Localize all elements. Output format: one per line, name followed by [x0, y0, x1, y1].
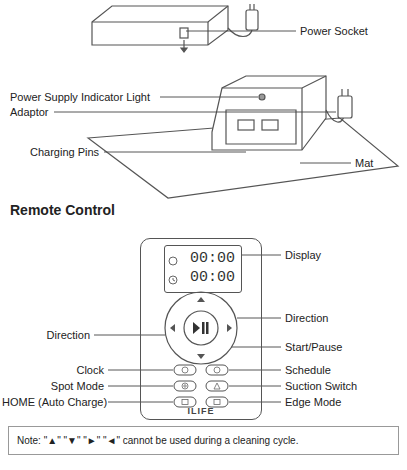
- remote-button: [174, 397, 196, 407]
- leader-line: [54, 112, 336, 113]
- display-icons: [169, 276, 177, 284]
- mat: [88, 118, 398, 198]
- leader-line: [186, 31, 296, 32]
- part-label: Schedule: [285, 363, 331, 377]
- small-dock: [92, 6, 228, 45]
- start-pause-icon: [193, 322, 209, 334]
- leader-line: [94, 335, 165, 336]
- part-label: Spot Mode: [51, 379, 104, 393]
- button-icon: [214, 400, 220, 405]
- part-label: Display: [285, 248, 321, 262]
- small-dock: [92, 6, 228, 22]
- small-adaptor: [246, 10, 258, 30]
- leader-line: [237, 318, 281, 319]
- remote-button: [174, 365, 228, 407]
- note-box: Note: "▲" "▼" "►" "◄" cannot be used dur…: [8, 426, 399, 455]
- part-label: Direction: [285, 311, 328, 325]
- start-pause-icon: [202, 322, 205, 334]
- button-icon: [182, 383, 188, 389]
- part-label: Suction Switch: [285, 379, 357, 393]
- direction-arrow: [227, 324, 232, 332]
- direction-arrow: [197, 354, 205, 359]
- remote-body: ILIFE 00:0000:00: [140, 238, 262, 420]
- leader-line: [160, 97, 258, 98]
- part-label: HOME (Auto Charge): [2, 395, 107, 409]
- charging-dock: [222, 76, 326, 88]
- button-icon: [214, 383, 220, 389]
- small-adaptor: [253, 4, 254, 10]
- leader-line: [229, 370, 281, 371]
- button-icon: [214, 367, 220, 373]
- direction-pad: [165, 292, 237, 364]
- button-icon: [182, 367, 188, 373]
- part-label: Charging Pins: [30, 145, 99, 159]
- direction-arrow: [197, 297, 205, 302]
- display-digits: 00:00: [165, 268, 241, 287]
- direction-pad: [184, 311, 218, 345]
- leader-line: [104, 152, 246, 153]
- button-icon: [182, 367, 220, 405]
- charging-dock: [226, 110, 296, 144]
- remote-button: [206, 381, 228, 391]
- part-label: Direction: [47, 328, 90, 342]
- part-label: Power Supply Indicator Light: [10, 90, 150, 104]
- note-text: Note: "▲" "▼" "►" "◄" cannot be used dur…: [17, 434, 390, 447]
- part-label: Power Socket: [300, 24, 368, 38]
- remote-button: [206, 365, 228, 375]
- display-icons: [169, 257, 177, 284]
- charging-dock: [262, 120, 278, 130]
- small-dock: [92, 6, 228, 52]
- display-screen: 00:0000:00: [164, 245, 242, 293]
- leader-line: [241, 255, 281, 256]
- button-icon: [182, 400, 188, 405]
- charging-dock: [212, 76, 326, 150]
- small-dock: [181, 48, 187, 52]
- small-dock: [180, 28, 188, 38]
- small-adaptor: [249, 4, 250, 10]
- start-pause-icon: [206, 322, 209, 334]
- part-label: Adaptor: [10, 105, 49, 119]
- charging-dock: [238, 120, 254, 130]
- section-heading: Remote Control: [10, 201, 115, 219]
- part-label: Edge Mode: [285, 395, 341, 409]
- charging-dock: [301, 88, 302, 150]
- part-label: Clock: [76, 363, 104, 377]
- leader-line: [300, 163, 351, 164]
- button-icon: [184, 385, 186, 387]
- part-label: Start/Pause: [285, 340, 342, 354]
- display-digits: 00:00: [165, 249, 241, 268]
- leader-line: [229, 386, 281, 387]
- display-icons: [173, 278, 175, 281]
- brand-name: ILIFE: [141, 406, 261, 416]
- direction-arrow: [170, 297, 232, 359]
- adaptor: [338, 96, 352, 118]
- small-dock: [207, 22, 208, 45]
- display-icons: [169, 257, 177, 265]
- adaptor: [326, 89, 352, 122]
- remote-button: [174, 381, 196, 391]
- adaptor: [347, 89, 348, 96]
- start-pause-icon: [193, 322, 200, 334]
- adaptor: [341, 89, 342, 96]
- mat: [88, 118, 398, 198]
- leader-line: [229, 402, 281, 403]
- part-label: Mat: [355, 156, 373, 170]
- direction-pad: [165, 292, 237, 364]
- charging-dock: [259, 94, 265, 100]
- remote-button: [206, 397, 228, 407]
- small-dock: [183, 40, 184, 48]
- remote-button: [174, 365, 196, 375]
- charging-dock: [212, 76, 326, 150]
- direction-arrow: [170, 324, 175, 332]
- small-adaptor: [228, 4, 258, 37]
